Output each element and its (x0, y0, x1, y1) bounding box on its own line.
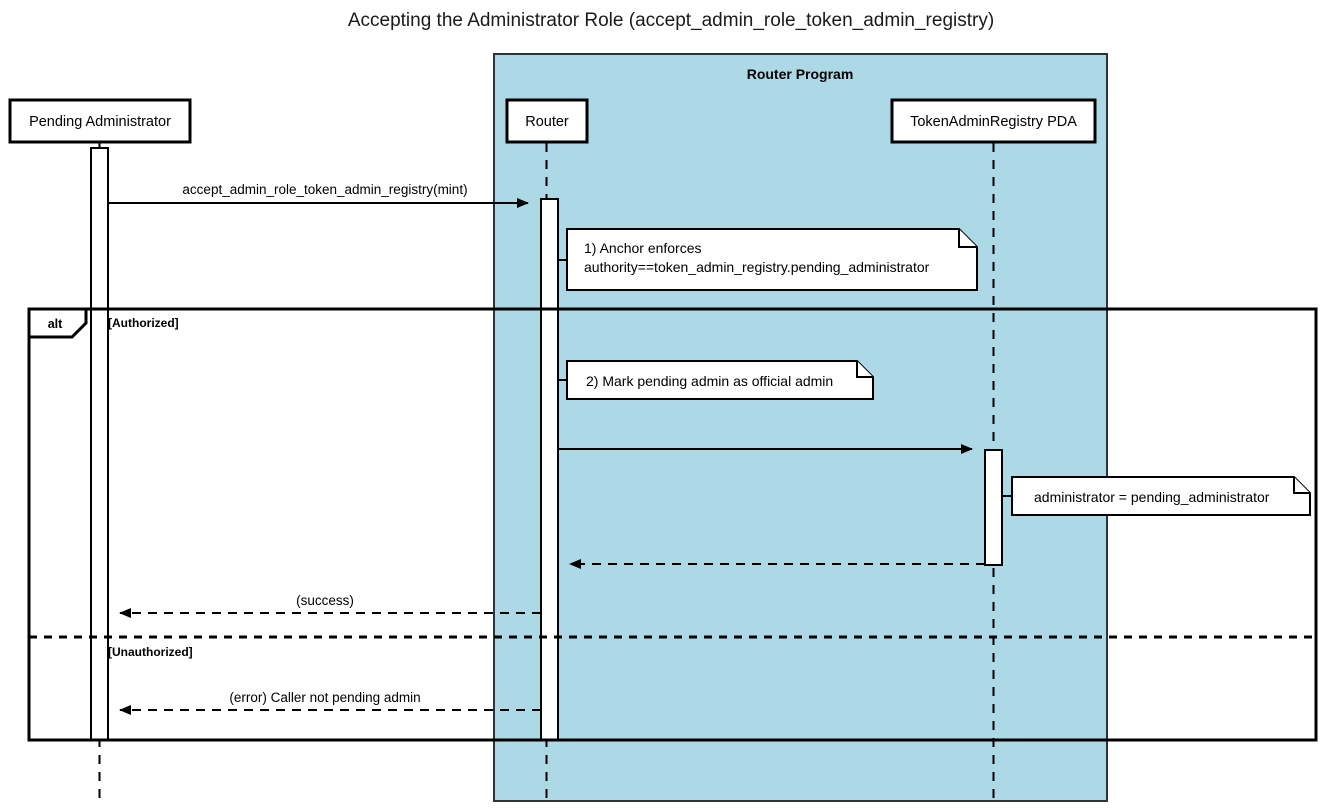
participant-registry-pda[interactable]: TokenAdminRegistry PDA (890, 98, 1097, 144)
note-body-3 (1011, 476, 1311, 516)
note-fold-corner-3 (1293, 477, 1310, 494)
fragment-guard-authorized: [Authorized] (108, 316, 179, 330)
activation-pending-administrator (90, 147, 109, 741)
fragment-alt-operator-tab (27, 307, 88, 339)
note-mark-pending-admin: 2) Mark pending admin as official admin (558, 360, 874, 400)
group-box-router-program (493, 53, 1108, 802)
participant-router[interactable]: Router (505, 98, 589, 144)
fragment-alt-operator-label: alt (48, 317, 63, 331)
note-line-3a: administrator = pending_administrator (1034, 489, 1270, 505)
note-line-2a: 2) Mark pending admin as official admin (586, 373, 833, 389)
note-fold-corner-1 (958, 229, 977, 248)
participant-label-pending-administrator: Pending Administrator (29, 114, 171, 130)
note-body-2 (566, 360, 874, 400)
fragment-alt-border (27, 307, 1318, 742)
note-line-1b: authority==token_admin_registry.pending_… (584, 259, 930, 275)
participant-label-router: Router (525, 114, 569, 130)
message-accept-admin-role[interactable]: accept_admin_role_token_admin_registry(m… (108, 182, 529, 208)
fragment-alt: alt [Authorized] [Unauthorized] (27, 307, 1318, 742)
message-error[interactable]: (error) Caller not pending admin (119, 690, 541, 715)
message-label-1: accept_admin_role_token_admin_registry(m… (182, 182, 467, 197)
fragment-guard-unauthorized: [Unauthorized] (108, 645, 193, 659)
note-body-1 (566, 228, 978, 291)
message-label-4: (success) (296, 593, 354, 608)
note-fold-corner-2 (856, 361, 873, 378)
note-anchor-enforces: 1) Anchor enforces authority==token_admi… (558, 228, 978, 291)
page-title: Accepting the Administrator Role (accept… (348, 10, 994, 31)
activation-registry-pda (984, 449, 1003, 566)
activation-router (540, 198, 559, 741)
note-administrator-assignment: administrator = pending_administrator (1002, 476, 1311, 516)
message-success[interactable]: (success) (119, 593, 541, 618)
participant-pending-administrator[interactable]: Pending Administrator (8, 98, 192, 144)
note-line-1a: 1) Anchor enforces (584, 240, 702, 256)
participant-label-registry-pda: TokenAdminRegistry PDA (910, 114, 1077, 130)
group-title-label: Router Program (747, 66, 854, 82)
message-label-5: (error) Caller not pending admin (229, 690, 420, 705)
